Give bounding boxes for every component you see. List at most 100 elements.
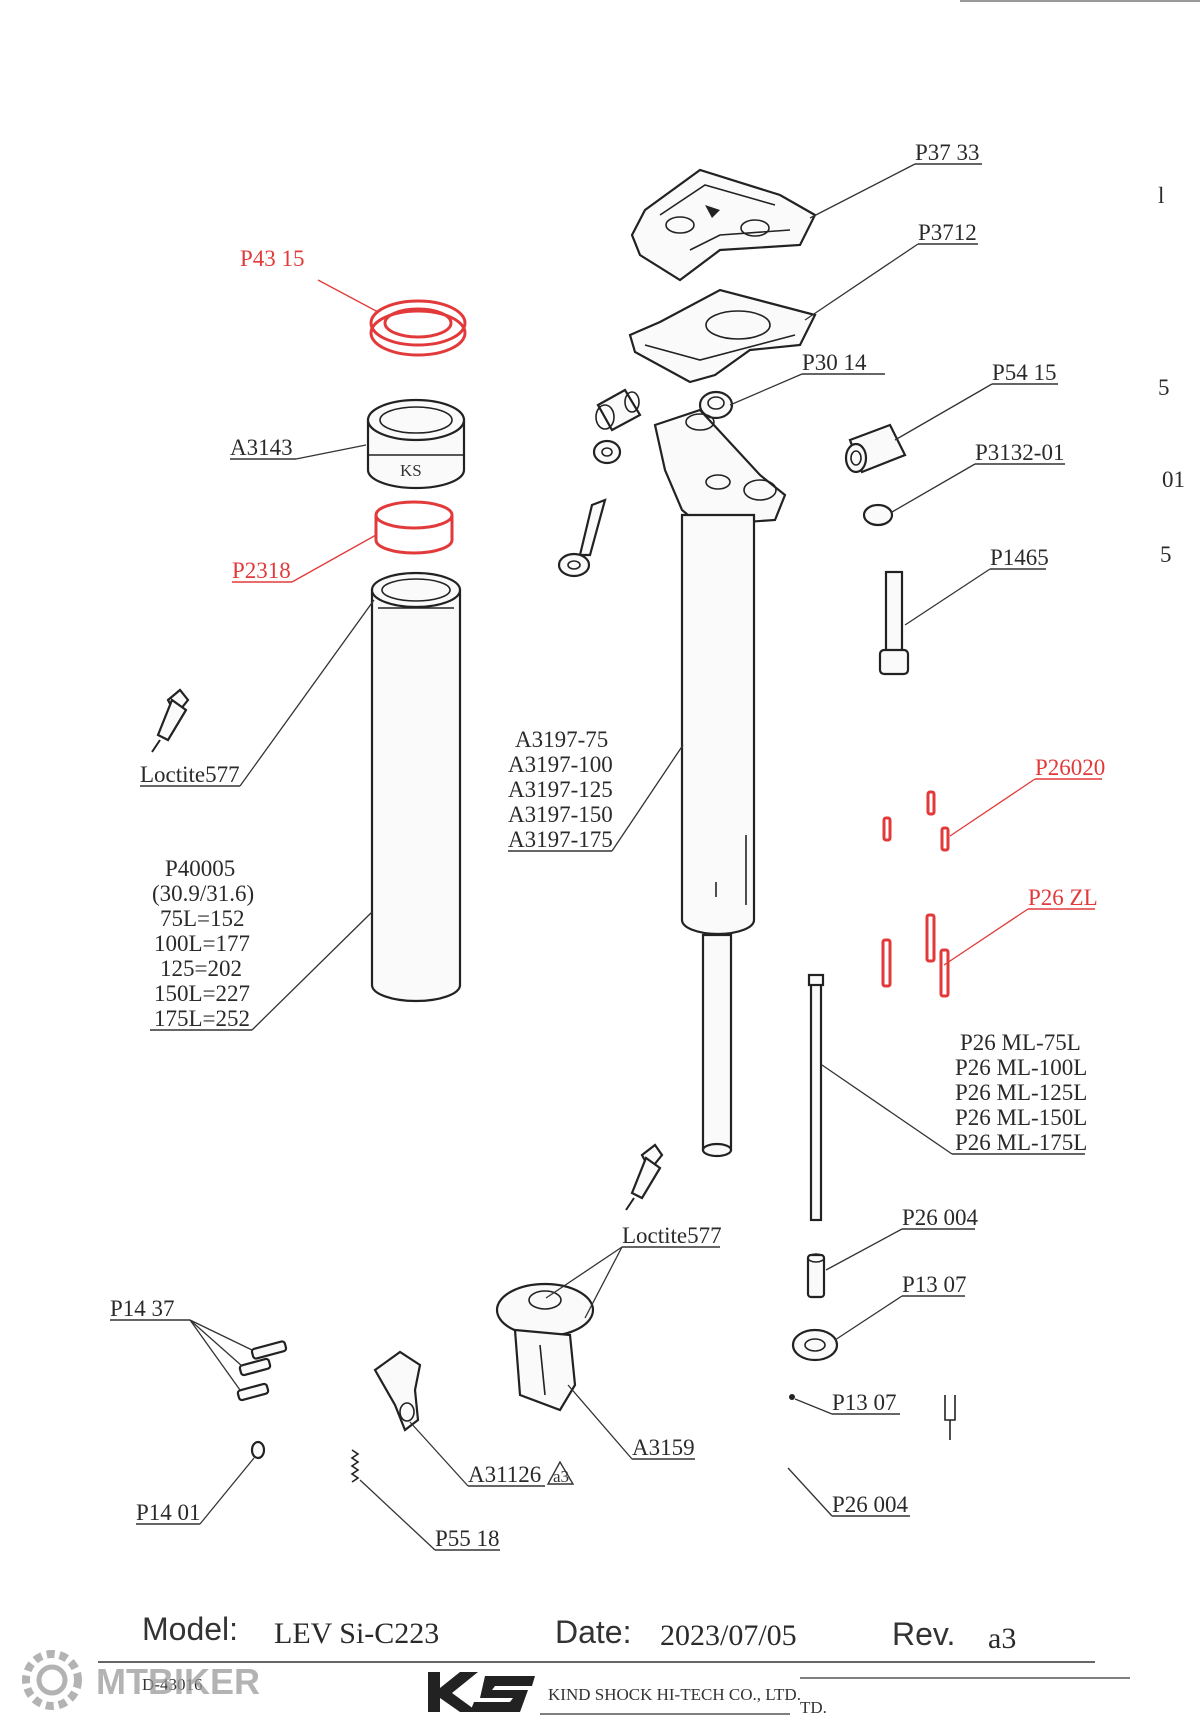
svg-text:P14 37: P14 37 [110, 1296, 175, 1321]
svg-text:P3132-01: P3132-01 [975, 440, 1064, 465]
svg-text:175L=252: 175L=252 [154, 1006, 250, 1031]
part-p26ml-rod [807, 973, 825, 1222]
label-p1307-a: P13 07 [834, 1272, 967, 1341]
part-shaft [701, 933, 733, 1158]
a3143-collar-logo: KS [400, 461, 422, 480]
svg-text:P30 14: P30 14 [802, 350, 867, 375]
svg-text:125=202: 125=202 [160, 956, 242, 981]
edge-mark-2: 5 [1158, 375, 1170, 400]
edge-mark-1: l [1158, 183, 1164, 208]
label-p1401: P14 01 [136, 1457, 255, 1525]
part-cross-pin-sleeve [595, 388, 642, 432]
label-p26004-b: P26 004 [787, 1467, 910, 1517]
label-a3143: A3143 [230, 435, 367, 460]
svg-text:P55 18: P55 18 [435, 1526, 500, 1551]
svg-text:150L=227: 150L=227 [154, 981, 250, 1006]
rev-value: a3 [988, 1622, 1016, 1655]
svg-text:P26 ML-175L: P26 ML-175L [955, 1130, 1087, 1155]
label-p26ml: P26 ML-75L P26 ML-100L P26 ML-125L P26 M… [821, 1030, 1087, 1155]
ks-logo [425, 1668, 535, 1716]
part-p3014-nut [698, 390, 734, 420]
svg-text:Loctite577: Loctite577 [140, 762, 240, 787]
svg-text:P54 15: P54 15 [992, 360, 1057, 385]
label-p3014: P30 14 [729, 350, 885, 406]
label-loctite-1: Loctite577 [140, 599, 375, 787]
loctite-tube-icon [151, 688, 190, 753]
svg-text:P26020: P26020 [1035, 755, 1105, 780]
part-a3197-inner-post [653, 408, 787, 936]
svg-text:A3197-175: A3197-175 [508, 827, 613, 852]
svg-text:P13 07: P13 07 [902, 1272, 967, 1297]
part-p1307-washer [791, 1328, 839, 1362]
part-p1401-ball [250, 1440, 266, 1460]
label-loctite-2: Loctite577 [545, 1223, 722, 1319]
part-p1437-screws [236, 1340, 288, 1402]
title-block: Model: LEV Si-C223 Date: 2023/07/05 Rev.… [98, 1611, 1130, 1717]
part-p3132-washer [862, 503, 894, 527]
label-a3197: A3197-75 A3197-100 A3197-125 A3197-150 A… [508, 727, 684, 852]
svg-text:A31126: A31126 [468, 1462, 541, 1487]
svg-text:P3712: P3712 [918, 220, 977, 245]
part-p26004-pin [806, 1253, 826, 1299]
drawing-number: D-43016 [142, 1675, 202, 1694]
loctite-tube-icon-2 [625, 1143, 664, 1211]
svg-text:P26 ML-125L: P26 ML-125L [955, 1080, 1087, 1105]
label-p3712: P3712 [804, 220, 978, 321]
edge-mark-4: 5 [1160, 542, 1172, 567]
svg-text:A3197-125: A3197-125 [508, 777, 613, 802]
part-washer-small [592, 439, 622, 465]
svg-text:P26 ML-100L: P26 ML-100L [955, 1055, 1087, 1080]
svg-text:A3197-100: A3197-100 [508, 752, 613, 777]
svg-text:A3197-150: A3197-150 [508, 802, 613, 827]
edge-mark-3: 01 [1162, 467, 1185, 492]
part-cable-fork [944, 1395, 956, 1440]
svg-text:P26 ZL: P26 ZL [1028, 885, 1098, 910]
svg-text:P43 15: P43 15 [240, 246, 305, 271]
part-a3143-collar: KS [366, 398, 466, 490]
svg-text:P14 01: P14 01 [136, 1500, 201, 1525]
date-value: 2023/07/05 [660, 1619, 797, 1652]
mtbiker-watermark: MTBIKER [22, 1650, 260, 1710]
part-p3712-clamp-bottom [628, 288, 817, 384]
label-p1307-b: P13 07 [794, 1390, 900, 1415]
svg-text:100L=177: 100L=177 [154, 931, 250, 956]
part-p2318-bushing [374, 500, 454, 555]
label-p26zl: P26 ZL [943, 885, 1098, 966]
svg-text:P1465: P1465 [990, 545, 1049, 570]
part-p1465-bolt [878, 570, 910, 676]
part-p4315-seal [369, 299, 467, 357]
svg-text:P13 07: P13 07 [832, 1390, 897, 1415]
svg-text:P37 33: P37 33 [915, 140, 980, 165]
watermark-text: MTBIKER [96, 1661, 260, 1702]
model-value: LEV Si-C223 [274, 1617, 439, 1650]
part-p40005-outer-tube [370, 571, 462, 1003]
company-name-tail: TD. [800, 1698, 827, 1717]
label-p1437: P14 37 [110, 1296, 253, 1391]
svg-text:P26 004: P26 004 [902, 1205, 979, 1230]
label-p26004-a: P26 004 [825, 1205, 979, 1271]
company-name: KIND SHOCK HI-TECH CO., LTD. [548, 1685, 801, 1704]
label-p26020: P26020 [949, 755, 1105, 837]
label-p2318: P2318 [232, 534, 377, 583]
svg-text:A3159: A3159 [632, 1435, 695, 1460]
part-p26zl-rods [881, 913, 950, 998]
svg-text:Loctite577: Loctite577 [622, 1223, 722, 1248]
label-p5518: P55 18 [359, 1479, 500, 1551]
part-p26020-pins [882, 790, 950, 852]
part-clamp-bolt [557, 498, 607, 578]
part-p3733-clamp-top [630, 168, 817, 282]
svg-text:A3143: A3143 [230, 435, 293, 460]
label-p3733: P37 33 [809, 140, 982, 219]
label-a31126: A31126 a3 [409, 1421, 575, 1487]
part-a31126-lever [373, 1350, 422, 1432]
part-p5415-barrel-nut [844, 423, 907, 474]
svg-text:A3197-75: A3197-75 [515, 727, 608, 752]
label-p4315: P43 15 [240, 246, 379, 313]
label-p3132: P3132-01 [891, 440, 1065, 513]
svg-text:(30.9/31.6): (30.9/31.6) [152, 881, 254, 906]
svg-text:P26 004: P26 004 [832, 1492, 909, 1517]
part-a3159-actuator [495, 1282, 595, 1412]
date-label: Date: [555, 1614, 631, 1650]
svg-text:P26 ML-150L: P26 ML-150L [955, 1105, 1087, 1130]
